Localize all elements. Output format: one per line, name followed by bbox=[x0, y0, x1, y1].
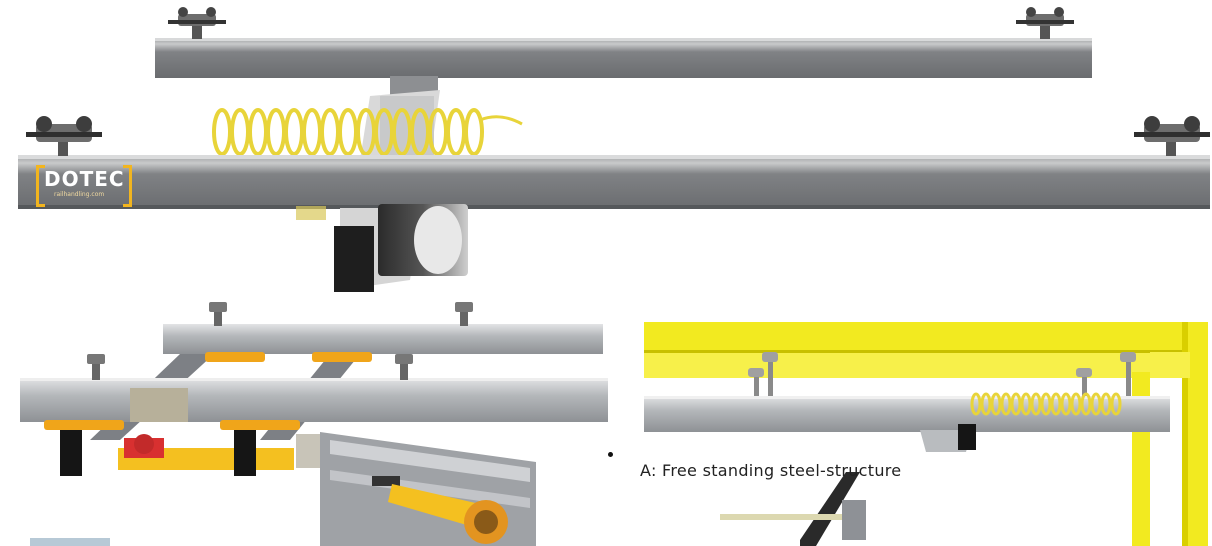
logo-wordmark: DOTEC bbox=[44, 167, 125, 191]
spiral-cable bbox=[212, 108, 523, 156]
structure-caption: A: Free standing steel-structure bbox=[640, 461, 902, 480]
dotec-logo: DOTEC railhandling.com bbox=[36, 165, 132, 207]
main-rail-clamp-right bbox=[1134, 116, 1210, 156]
upper-rail bbox=[155, 38, 1092, 78]
bullet-dot bbox=[608, 452, 613, 457]
main-rail bbox=[18, 155, 1210, 209]
upper-rail-clamp-left bbox=[168, 7, 226, 39]
upper-rail-clamp-right bbox=[1016, 7, 1074, 39]
logo-subtext: railhandling.com bbox=[54, 191, 105, 198]
logo-bracket-right bbox=[123, 165, 132, 207]
steel-structure bbox=[644, 322, 1208, 546]
logo-bracket-left bbox=[36, 165, 45, 207]
hoist-motor bbox=[296, 204, 468, 292]
main-rail-clamp-left bbox=[26, 116, 102, 156]
lower-left-assembly bbox=[20, 302, 608, 546]
